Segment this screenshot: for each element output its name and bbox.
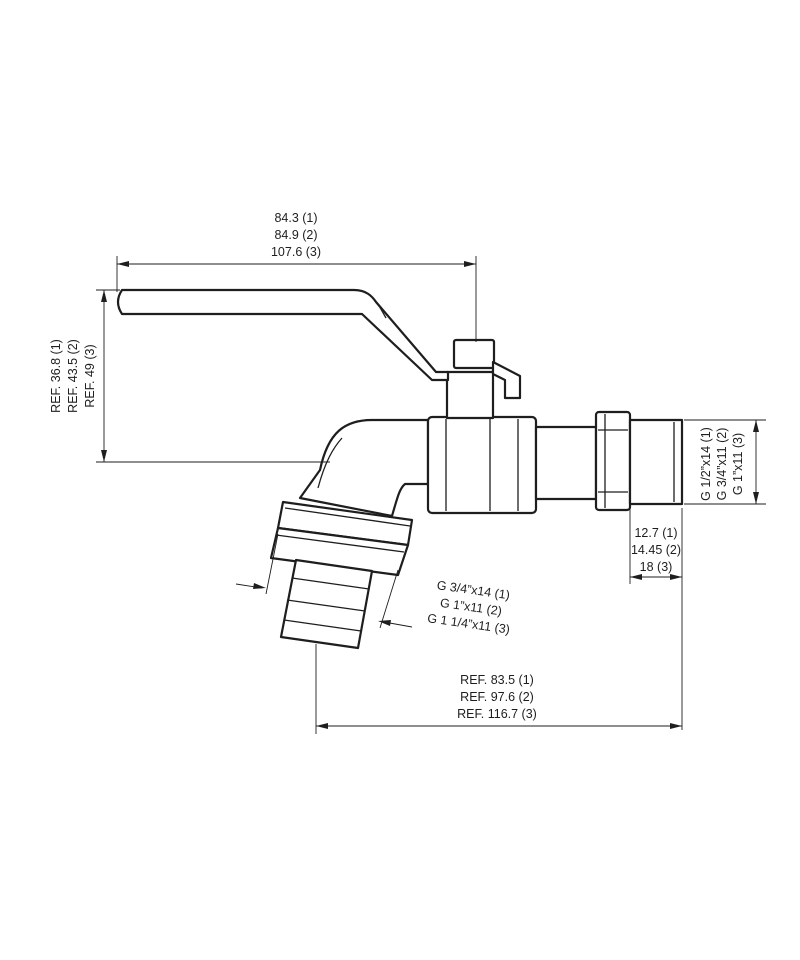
height-label: REF. 36.8 (1) REF. 43.5 (2) REF. 49 (3)	[49, 339, 97, 413]
dim-text: 14.45 (2)	[631, 543, 681, 557]
elbow-contour	[317, 437, 343, 489]
tail-groove	[291, 577, 370, 590]
dim-text: 107.6 (3)	[271, 245, 321, 259]
stop-tab	[491, 360, 522, 400]
outlet-thread-label: G 3/4”x14 (1) G 1”x11 (2) G 1 1/4”x11 (3…	[426, 578, 510, 636]
handle-bend	[377, 303, 387, 319]
dim-text: REF. 116.7 (3)	[457, 707, 537, 721]
dim-text: REF. 43.5 (2)	[66, 339, 80, 413]
dim-text: G 1/2”x14 (1)	[699, 427, 713, 501]
dim-text: G 3/4”x11 (2)	[715, 428, 729, 501]
hose-tail	[279, 558, 374, 650]
dimension-lines	[96, 256, 766, 734]
dim-text: 84.9 (2)	[274, 228, 317, 242]
outlet-offset-label: REF. 83.5 (1) REF. 97.6 (2) REF. 116.7 (…	[457, 673, 537, 721]
ball-body	[426, 415, 538, 515]
dim-text: REF. 97.6 (2)	[460, 690, 534, 704]
inlet-thread-length-label: 12.7 (1) 14.45 (2) 18 (3)	[631, 526, 681, 574]
dim-text: 84.3 (1)	[274, 211, 317, 225]
dim-text: REF. 36.8 (1)	[49, 339, 63, 413]
inlet-thread-label: G 1/2”x14 (1) G 3/4”x11 (2) G 1”x11 (3)	[699, 427, 745, 501]
inlet-pipe	[534, 425, 598, 501]
spout-elbow	[298, 418, 430, 518]
tail-groove	[283, 619, 362, 632]
outlet-nut	[269, 526, 410, 577]
inlet-thread	[628, 418, 684, 506]
flange-line	[284, 507, 411, 527]
stem-neck	[445, 370, 495, 420]
dim-text: 12.7 (1)	[634, 526, 677, 540]
inlet-hex-nut	[594, 410, 632, 512]
overall-length-label: 84.3 (1) 84.9 (2) 107.6 (3)	[271, 211, 321, 259]
valve-assembly	[116, 288, 684, 650]
lever-handle	[116, 288, 450, 382]
tail-groove	[286, 599, 366, 612]
handle-nut	[452, 338, 496, 370]
nut-line	[275, 534, 405, 553]
dim-text: 18 (3)	[640, 560, 673, 574]
dim-text: G 1”x11 (3)	[731, 433, 745, 495]
dim-text: REF. 49 (3)	[83, 344, 97, 407]
dim-text: REF. 83.5 (1)	[460, 673, 534, 687]
